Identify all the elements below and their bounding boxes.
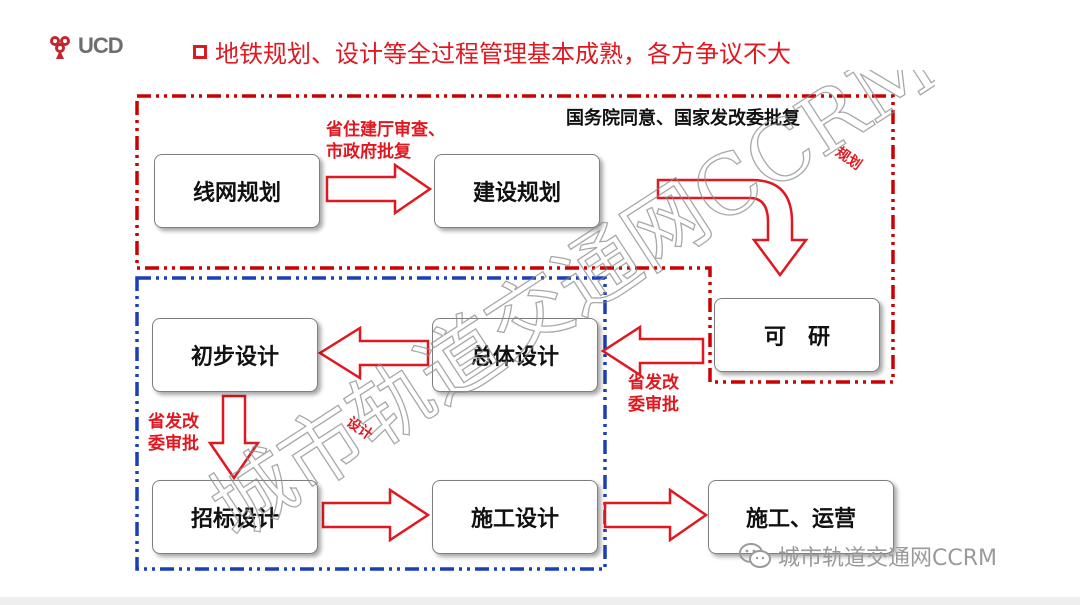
arrow-to-preliminary-design [317,325,430,381]
node-line-network-planning: 线网规划 [154,154,320,228]
watermark-footer: 城市轨道交通网CCRM [738,540,997,572]
square-bullet-icon [193,44,207,59]
page-title: 地铁规划、设计等全过程管理基本成熟，各方争议不大 [193,34,791,69]
edge-label-ndrc-right: 省发改 委审批 [628,372,679,416]
edge-label-line: 省住建厅审查、 [326,120,445,140]
edge-label-ndrc-left: 省发改 委审批 [148,411,199,455]
node-label: 建设规划 [472,181,561,206]
edge-label-line: 委审批 [148,434,199,454]
edge-label-line: 省发改 [148,412,199,432]
node-label: 施工、运营 [745,507,856,532]
planning-group-border [135,94,895,384]
edge-label-housing-approval: 省住建厅审查、 市政府批复 [326,119,445,163]
bottom-bar [0,597,1080,605]
node-feasibility-study: 可 研 [714,298,880,372]
edge-label-state-council: 国务院同意、国家发改委批复 [566,108,800,129]
node-overall-design: 总体设计 [432,318,598,392]
node-label: 线网规划 [192,181,281,206]
design-group-border [135,276,607,571]
node-construction-design: 施工设计 [432,480,598,554]
edge-label-line: 委审批 [628,395,679,415]
edge-label-line: 省发改 [628,373,679,393]
arrow-to-construction-operation [603,487,709,543]
node-preliminary-design: 初步设计 [152,318,318,392]
ucd-emblem-icon [50,36,70,59]
arrow-to-construction-planning [325,162,433,216]
edge-label-line: 市政府批复 [326,142,411,162]
node-construction-planning: 建设规划 [434,154,600,228]
node-label: 招标设计 [190,507,279,532]
wechat-icon [739,543,771,568]
node-construction-operation: 施工、运营 [708,480,894,554]
page-title-text: 地铁规划、设计等全过程管理基本成熟，各方争议不大 [215,40,791,68]
watermark-footer-text: 城市轨道交通网CCRM [778,546,997,571]
arrow-to-feasibility [656,178,809,278]
node-label: 施工设计 [470,507,559,532]
ucd-logo: UCD [46,30,124,62]
arrow-to-overall-design [600,324,705,378]
node-label: 可 研 [763,325,830,350]
arrow-to-construction-design [321,487,431,543]
node-tender-design: 招标设计 [152,480,318,554]
node-label: 初步设计 [190,345,279,370]
logo-text: UCD [78,33,124,58]
arrow-to-tender-design [207,394,261,481]
node-label: 总体设计 [470,345,559,370]
